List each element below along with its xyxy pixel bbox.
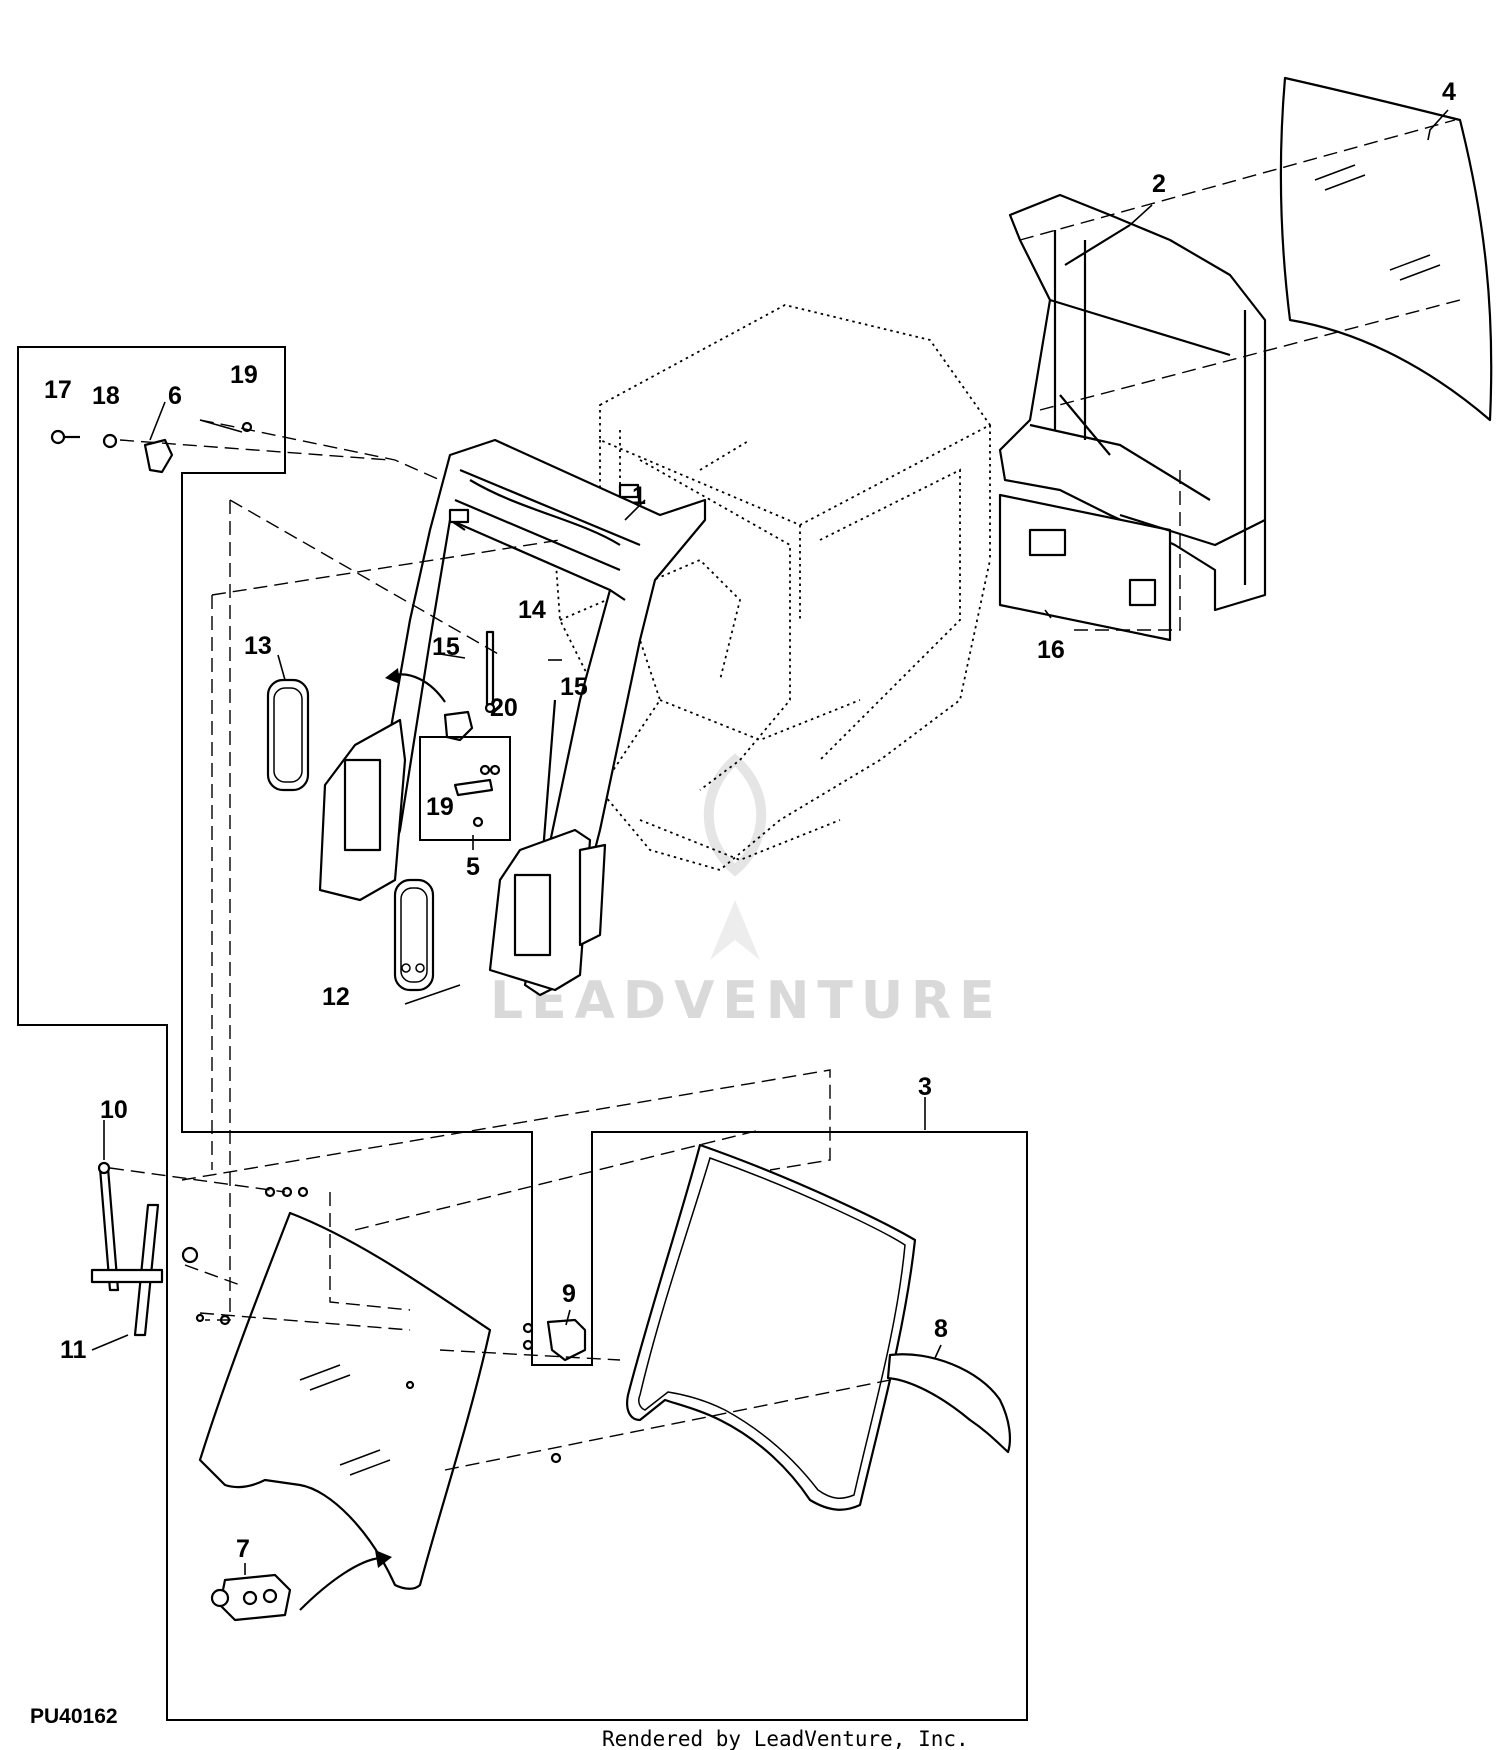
wiper-arm-part-10	[97, 1161, 120, 1292]
assembly-lines	[109, 119, 1461, 1471]
callout-13: 13	[244, 632, 272, 660]
callout-7: 7	[236, 1535, 250, 1563]
side-window-part-12	[393, 878, 435, 992]
callout-6: 6	[168, 382, 182, 410]
hardware-17-18-6-19	[50, 421, 253, 474]
door-glass	[198, 1211, 492, 1590]
bracket-part-5	[453, 764, 501, 828]
callout-9: 9	[562, 1280, 576, 1308]
side-window-part-13	[266, 678, 310, 792]
watermark-logo	[703, 753, 767, 960]
front-frame-part-1	[318, 438, 707, 997]
door-hardware	[181, 1186, 562, 1464]
callout-3: 3	[918, 1073, 932, 1101]
callout-17: 17	[44, 376, 72, 404]
callout-19-b: 19	[426, 793, 454, 821]
work-light-part-7	[210, 1573, 292, 1622]
callout-labels: 1 2 3 4 5 6 7 8 9 10 11 12 13 14 15 15 1…	[44, 78, 1456, 1563]
callout-2: 2	[1152, 170, 1166, 198]
callout-15-a: 15	[432, 633, 460, 661]
callout-18: 18	[92, 382, 120, 410]
callout-1: 1	[632, 482, 646, 510]
install-arrows	[299, 668, 446, 1611]
figure-id: PU40162	[30, 1705, 118, 1728]
watermark-text: LEADVENTURE	[490, 971, 1003, 1031]
callout-19-a: 19	[230, 361, 258, 389]
hinge-part-9	[522, 1318, 587, 1362]
callout-11: 11	[60, 1336, 87, 1364]
strut-part-14	[484, 630, 496, 714]
callout-10: 10	[100, 1096, 128, 1124]
door-seal-part-3	[626, 1143, 917, 1511]
detail-box-5	[419, 736, 511, 841]
callout-4: 4	[1442, 78, 1456, 106]
trim-strip-part-8	[886, 1353, 1011, 1454]
latch-part-20	[443, 710, 474, 742]
left-group-boundary	[17, 346, 1028, 1721]
footer-credit: Rendered by LeadVenture, Inc.	[602, 1727, 969, 1750]
callout-5: 5	[466, 853, 480, 881]
callout-20: 20	[490, 694, 518, 722]
wiper-blade-part-11	[90, 1203, 164, 1337]
rear-glass-part-4	[1279, 76, 1493, 422]
callout-14: 14	[518, 596, 546, 624]
rear-frame-part-2	[998, 193, 1267, 642]
leader-lines	[91, 109, 1449, 1575]
callout-16: 16	[1037, 636, 1065, 664]
callout-15-b: 15	[560, 673, 588, 701]
callout-8: 8	[934, 1315, 948, 1343]
callout-12: 12	[322, 983, 350, 1011]
